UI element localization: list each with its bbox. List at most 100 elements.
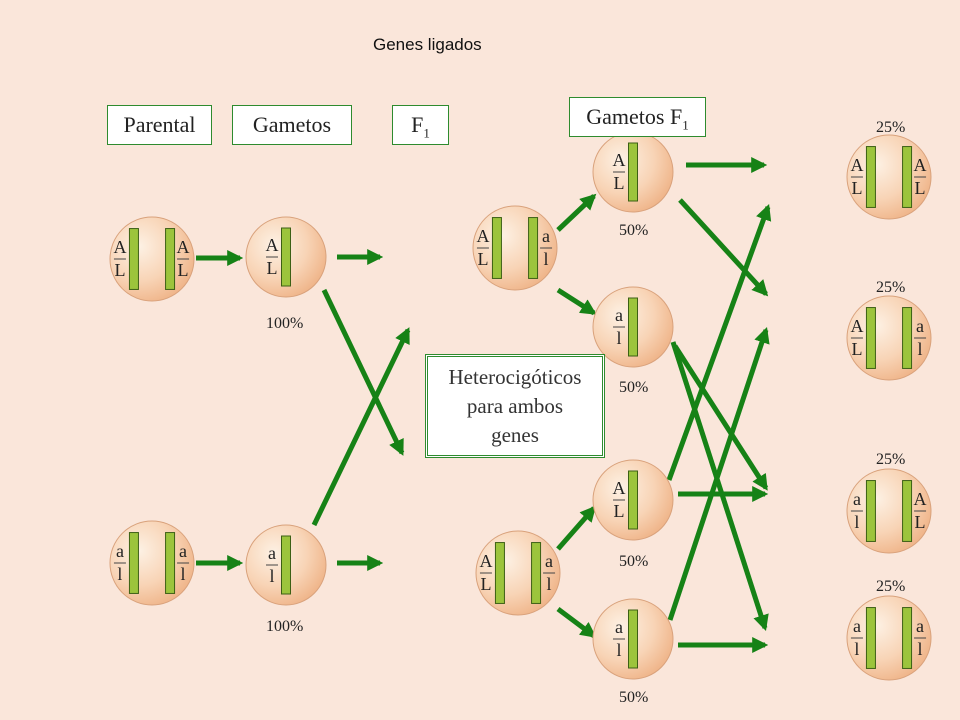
arrow-13 <box>666 203 772 481</box>
gamete-bottom-percentage: 100% <box>266 618 304 635</box>
allele-label: l <box>918 639 923 659</box>
chromosome <box>902 146 913 208</box>
allele-label: A <box>613 478 626 498</box>
allele-label: a <box>615 617 623 637</box>
chromosome <box>494 542 505 604</box>
arrow-17 <box>667 326 770 621</box>
allele-label: a <box>615 305 623 325</box>
allele-label: A <box>266 235 279 255</box>
allele-label: L <box>614 501 625 521</box>
cells-layer: ALALalalALalALalALalALalALalALALALalalAL… <box>109 131 932 681</box>
arrow-5 <box>321 288 405 456</box>
allele-label: L <box>114 260 125 280</box>
allele-label: A <box>850 155 863 175</box>
heterozygous-line-1: Heterocigóticos <box>448 365 582 389</box>
allele-label: L <box>915 512 926 532</box>
header-f1-label: F <box>411 112 424 137</box>
allele-label: a <box>545 551 553 571</box>
chromosome <box>865 307 876 369</box>
allele-label: A <box>479 551 492 571</box>
allele-label: a <box>853 489 861 509</box>
chromosome <box>865 146 876 208</box>
f2-2-percentage: 25% <box>876 279 906 296</box>
allele-label: a <box>116 541 124 561</box>
arrows-layer <box>196 156 772 654</box>
header-parental: Parental <box>107 105 212 145</box>
allele-label: A <box>113 237 126 257</box>
chromosome <box>281 535 291 595</box>
cell-gamete-top: AL <box>245 216 327 298</box>
f1-gamete-3-percentage: 50% <box>619 553 649 570</box>
chromosome <box>865 607 876 669</box>
cell-f1g-3: AL <box>592 459 674 541</box>
chromosome <box>628 609 638 669</box>
chromosome <box>902 307 913 369</box>
allele-label: a <box>542 226 550 246</box>
allele-label: a <box>853 616 861 636</box>
allele-label: L <box>915 178 926 198</box>
chromosome <box>865 480 876 542</box>
allele-label: L <box>267 258 278 278</box>
allele-label: L <box>480 574 491 594</box>
allele-label: L <box>851 339 862 359</box>
allele-label: l <box>544 249 549 269</box>
allele-label: a <box>916 316 924 336</box>
allele-label: a <box>179 541 187 561</box>
cell-f1g-2: al <box>592 286 674 368</box>
header-gametos-label: Gametos <box>252 112 332 137</box>
heterozygous-line-2: para ambos <box>466 394 564 418</box>
arrow-6 <box>311 327 411 527</box>
f1-gamete-1-percentage: 50% <box>619 222 649 239</box>
arrow-7 <box>556 193 597 232</box>
chromosome <box>902 607 913 669</box>
cell-f1g-4: al <box>592 598 674 680</box>
arrow-10 <box>556 607 597 638</box>
diagram-title: Genes ligados <box>373 35 482 54</box>
f2-1-percentage: 25% <box>876 119 906 136</box>
arrow-15 <box>670 341 769 632</box>
allele-label: A <box>914 489 927 509</box>
allele-label: l <box>854 512 859 532</box>
allele-label: l <box>918 339 923 359</box>
chromosome <box>902 480 913 542</box>
allele-label: A <box>914 155 927 175</box>
heterozygous-line-3: genes <box>491 423 539 447</box>
allele-label: l <box>117 564 122 584</box>
chromosome <box>165 228 176 290</box>
arrow-9 <box>556 505 597 551</box>
chromosome <box>165 532 176 594</box>
allele-label: l <box>181 564 186 584</box>
chromosome <box>531 542 542 604</box>
chromosome <box>628 142 638 202</box>
allele-label: L <box>477 249 488 269</box>
allele-label: A <box>613 150 626 170</box>
gamete-top-percentage: 100% <box>266 315 304 332</box>
f1-gamete-4-percentage: 50% <box>619 689 649 706</box>
cell-gamete-bottom: al <box>245 524 327 606</box>
chromosome <box>628 297 638 357</box>
chromosome <box>281 227 291 287</box>
cell-f2-3: al AL <box>846 468 932 554</box>
allele-label: l <box>616 640 621 660</box>
chromosome <box>528 217 539 279</box>
header-f1: F1 <box>392 105 449 145</box>
allele-label: l <box>547 574 552 594</box>
header-gametos-f1-label: Gametos F <box>586 104 683 129</box>
allele-label: l <box>616 328 621 348</box>
header-f1-subscript: 1 <box>423 125 430 141</box>
arrow-8 <box>556 287 597 316</box>
header-gametos-f1: Gametos F1 <box>569 97 706 137</box>
heterozygous-box: Heterocigóticos para ambos genes <box>425 354 605 458</box>
header-gametos-f1-subscript: 1 <box>682 117 689 133</box>
chromosome <box>628 470 638 530</box>
allele-label: L <box>851 178 862 198</box>
cell-f1g-1: AL <box>592 131 674 213</box>
chromosome <box>491 217 502 279</box>
header-gametos: Gametos <box>232 105 352 145</box>
